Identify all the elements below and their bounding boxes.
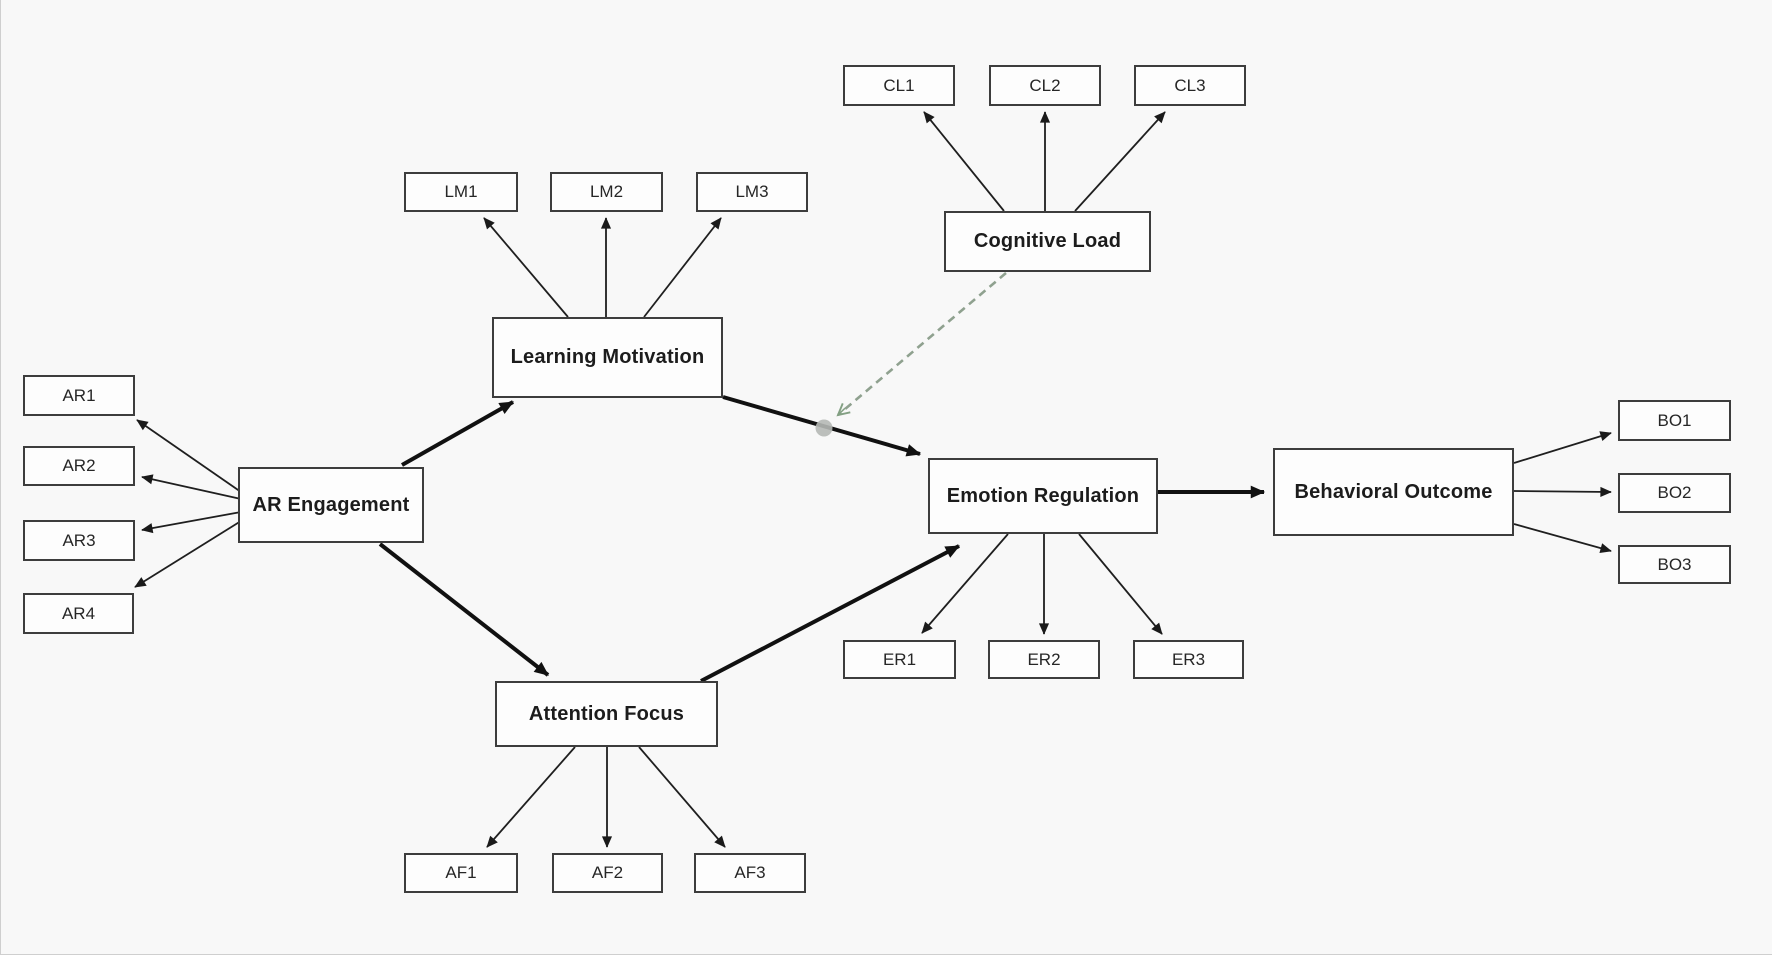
latent-learning-motivation: Learning Motivation (492, 317, 723, 398)
indicator-cl1-label: CL1 (883, 75, 915, 95)
moderation-dot (815, 419, 833, 437)
latent-attention-focus: Attention Focus (495, 681, 718, 747)
latent-ar-engagement-label: AR Engagement (252, 493, 410, 516)
path-ar-engagement-to-attention-focus (378, 542, 550, 677)
latent-cognitive-load-label: Cognitive Load (973, 230, 1122, 252)
path-attention-focus-to-emotion-regulation (700, 544, 961, 683)
indicator-er3-label: ER3 (1171, 649, 1206, 669)
arrow-attention-focus-to-af1 (486, 746, 576, 848)
indicator-er1-label: ER1 (882, 649, 917, 669)
indicator-af3: AF3 (694, 853, 806, 893)
indicator-ar4: AR4 (23, 593, 134, 634)
arrow-cognitive-load-to-cl3 (1074, 111, 1166, 212)
indicator-lm1-label: LM1 (444, 182, 478, 201)
indicator-bo2: BO2 (1618, 473, 1731, 513)
indicator-bo2-label: BO2 (1657, 483, 1692, 502)
moderation-arrow-cognitive-load (836, 272, 1007, 417)
arrow-behavioral-outcome-to-bo3 (1513, 523, 1612, 554)
indicator-ar2-label: AR2 (62, 456, 96, 475)
indicator-bo3: BO3 (1618, 545, 1731, 584)
latent-behavioral-outcome: Behavioral Outcome (1273, 448, 1514, 536)
arrow-cognitive-load-to-cl1 (923, 111, 1005, 212)
path-ar-engagement-to-learning-motivation (401, 400, 515, 467)
indicator-lm3: LM3 (696, 172, 808, 212)
arrow-learning-motivation-to-lm3 (643, 217, 722, 318)
arrow-ar-engagement-to-ar4 (134, 520, 242, 588)
indicator-af1-label: AF1 (445, 863, 477, 882)
indicator-er2-label: ER2 (1027, 649, 1061, 669)
indicator-bo1: BO1 (1618, 400, 1731, 441)
indicator-cl3: CL3 (1134, 65, 1246, 106)
indicator-ar1-label: AR1 (62, 385, 96, 405)
indicator-af3-label: AF3 (734, 863, 766, 882)
latent-learning-motivation-label: Learning Motivation (510, 346, 705, 368)
arrow-learning-motivation-to-lm1 (483, 217, 569, 318)
indicator-bo3-label: BO3 (1657, 554, 1692, 574)
indicator-lm3-label: LM3 (735, 182, 769, 201)
indicator-lm2: LM2 (550, 172, 663, 212)
indicator-lm1: LM1 (404, 172, 518, 212)
indicator-af1: AF1 (404, 853, 518, 893)
arrow-behavioral-outcome-to-bo2 (1513, 486, 1612, 497)
indicator-er3: ER3 (1133, 640, 1244, 679)
indicator-er2: ER2 (988, 640, 1100, 679)
indicator-ar1: AR1 (23, 375, 135, 416)
arrow-emotion-regulation-to-er3 (1078, 533, 1163, 635)
latent-attention-focus-label: Attention Focus (528, 702, 685, 725)
latent-emotion-regulation-label: Emotion Regulation (946, 484, 1140, 507)
arrow-ar-engagement-to-ar2 (141, 474, 242, 500)
arrow-behavioral-outcome-to-bo1 (1513, 431, 1612, 464)
indicator-cl1: CL1 (843, 65, 955, 106)
indicator-ar4-label: AR4 (61, 603, 96, 623)
latent-behavioral-outcome-label: Behavioral Outcome (1294, 480, 1493, 503)
indicator-cl2: CL2 (989, 65, 1101, 106)
arrow-attention-focus-to-af3 (638, 746, 726, 848)
indicator-af2: AF2 (552, 853, 663, 893)
latent-cognitive-load: Cognitive Load (944, 211, 1151, 272)
indicator-cl2-label: CL2 (1029, 75, 1061, 95)
latent-emotion-regulation: Emotion Regulation (928, 458, 1158, 534)
latent-ar-engagement: AR Engagement (238, 467, 424, 543)
indicator-cl3-label: CL3 (1174, 75, 1206, 95)
indicator-ar3-label: AR3 (62, 530, 96, 550)
indicator-er1: ER1 (843, 640, 956, 679)
arrow-ar-engagement-to-ar1 (136, 419, 242, 493)
indicator-bo1-label: BO1 (1657, 410, 1692, 430)
indicator-lm2-label: LM2 (589, 182, 624, 201)
indicator-ar3: AR3 (23, 520, 135, 561)
arrow-ar-engagement-to-ar3 (141, 511, 242, 534)
arrow-emotion-regulation-to-er1 (921, 533, 1009, 634)
indicator-af2-label: AF2 (591, 863, 624, 882)
indicator-ar2: AR2 (23, 446, 135, 486)
